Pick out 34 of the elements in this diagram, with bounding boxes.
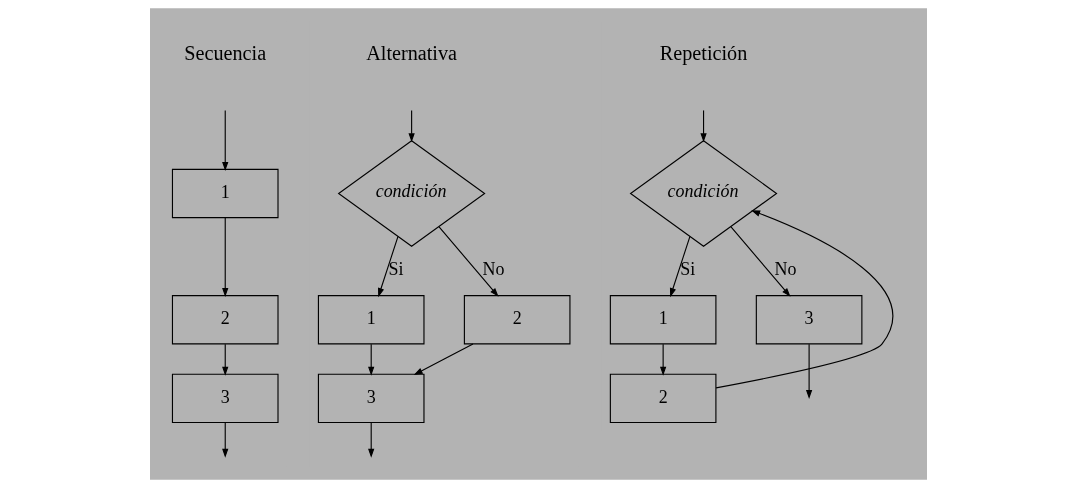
edge-label: Si	[680, 259, 696, 280]
node-box: 2	[171, 295, 279, 345]
label: Alternativa	[366, 41, 458, 64]
arrow	[438, 226, 499, 297]
node-box: 2	[609, 373, 717, 424]
arrow	[413, 343, 474, 375]
arrow	[368, 422, 375, 458]
edge-label: No	[482, 259, 505, 280]
edge-label: No	[774, 259, 797, 280]
node-box: 1	[317, 295, 425, 345]
node-box: 3	[171, 373, 279, 424]
label: Repetición	[659, 41, 748, 64]
node-box: 1	[609, 295, 717, 345]
arrow	[805, 343, 813, 399]
node-diamond: condición	[337, 140, 486, 247]
node-box: 1	[171, 168, 279, 219]
arrow	[660, 343, 667, 376]
arrow	[222, 217, 229, 297]
edge-label: Si	[388, 259, 404, 280]
arrow	[730, 226, 791, 297]
arrow	[408, 109, 415, 143]
node-box: 3	[317, 373, 425, 424]
arrow	[715, 210, 894, 389]
node-box: 2	[463, 295, 571, 345]
arrow	[378, 236, 399, 298]
label: Secuencia	[184, 41, 267, 64]
node-box: 3	[755, 295, 863, 345]
arrow	[368, 343, 375, 376]
arrow	[222, 109, 229, 171]
node-diamond: condición	[629, 140, 778, 247]
arrow	[669, 236, 691, 298]
arrow	[222, 343, 229, 376]
arrow	[700, 109, 707, 143]
arrow	[222, 422, 229, 458]
